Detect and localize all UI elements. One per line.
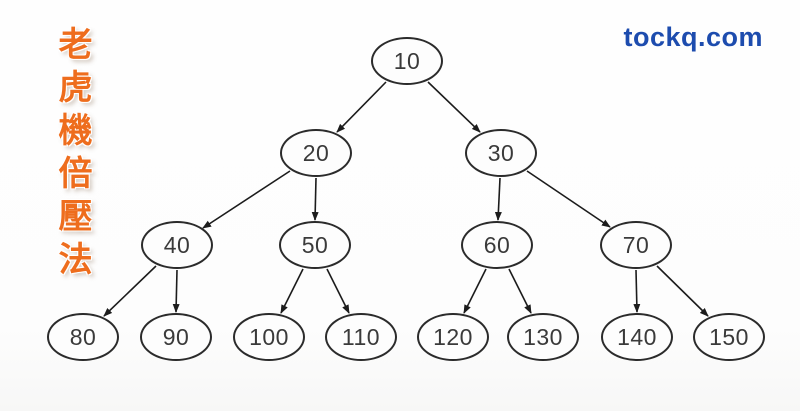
tree-node-label: 80 [69,323,97,350]
tree-node-130: 130 [507,313,579,361]
tree-node-140: 140 [601,313,673,361]
tree-node-label: 120 [433,323,473,350]
tree-node-80: 80 [47,313,119,361]
edge-70-140 [633,269,641,313]
tree-node-150: 150 [693,313,765,361]
tree-node-label: 40 [163,231,191,258]
tree-node-30: 30 [465,129,537,177]
edge-10-30 [427,81,481,133]
edge-20-50 [311,177,319,221]
tree-node-label: 10 [393,47,421,74]
edge-40-80 [103,265,157,317]
tree-node-60: 60 [461,221,533,269]
edge-50-100 [280,268,304,314]
tree-node-label: 50 [301,231,329,258]
tree-node-label: 100 [249,323,289,350]
tree-node-label: 140 [617,323,657,350]
edge-10-20 [336,81,387,133]
edge-20-40 [202,170,291,229]
edge-60-120 [463,268,487,314]
tree-node-label: 110 [341,323,381,350]
edge-30-60 [494,177,502,221]
edge-60-130 [508,268,532,314]
edge-70-150 [656,265,709,317]
tree-node-label: 70 [622,231,650,258]
tree-node-label: 150 [709,323,749,350]
edge-50-110 [326,268,350,314]
tree-node-90: 90 [140,313,212,361]
tree-node-label: 60 [483,231,511,258]
tree-node-10: 10 [371,37,443,85]
tree-node-label: 130 [523,323,563,350]
watermark-text: tockq.com [623,22,763,52]
tree-node-20: 20 [280,129,352,177]
tree-node-100: 100 [233,313,305,361]
edge-40-90 [172,269,180,313]
tree-node-70: 70 [600,221,672,269]
tree-node-50: 50 [279,221,351,269]
tree-node-120: 120 [417,313,489,361]
tree-node-label: 90 [162,323,190,350]
edge-30-70 [526,170,611,228]
tree-node-label: 30 [487,139,515,166]
tree-node-110: 110 [325,313,397,361]
vertical-title: 老虎機倍壓法 [53,26,91,284]
tree-node-label: 20 [302,139,330,166]
tree-node-40: 40 [141,221,213,269]
